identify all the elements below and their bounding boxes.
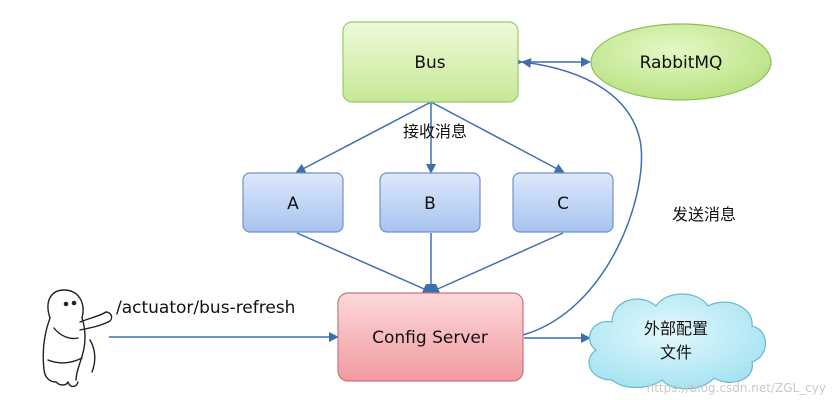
send-message-label: 发送消息	[672, 205, 736, 224]
edge-config-to-bus	[521, 58, 643, 336]
node-c: C	[512, 172, 614, 233]
bus-box	[342, 21, 519, 103]
edge-c-to-config	[429, 232, 564, 294]
person-icon	[42, 289, 113, 388]
edge-a-to-config	[296, 232, 433, 294]
external-config-label-line2: 文件	[660, 343, 692, 362]
node-rabbitmq: RabbitMQ	[590, 23, 772, 101]
c-box	[512, 172, 614, 233]
a-box	[242, 172, 344, 233]
receive-message-label: 接收消息	[403, 122, 467, 141]
edges	[109, 57, 643, 343]
edge-bus-to-a	[295, 101, 432, 173]
node-b: B	[379, 172, 481, 233]
config-server-label: Config Server	[372, 328, 488, 348]
rabbitmq-ellipse	[590, 23, 772, 101]
rabbitmq-label: RabbitMQ	[640, 53, 723, 73]
c-label: C	[557, 194, 569, 214]
bus-label: Bus	[414, 53, 445, 73]
config-server-box	[337, 292, 524, 382]
b-label: B	[424, 194, 436, 214]
a-label: A	[287, 194, 299, 214]
node-external-config: 外部配置 文件	[588, 293, 767, 390]
watermark: https://blog.csdn.net/ZGL_cyy	[647, 381, 826, 395]
cloud-shape	[588, 293, 767, 390]
node-a: A	[242, 172, 344, 233]
node-config-server: Config Server	[337, 292, 524, 382]
edge-bus-to-c	[430, 101, 565, 173]
refresh-endpoint-label: /actuator/bus-refresh	[116, 298, 295, 318]
external-config-label-line1: 外部配置	[644, 319, 708, 338]
node-bus: Bus	[342, 21, 519, 103]
b-box	[379, 172, 481, 233]
